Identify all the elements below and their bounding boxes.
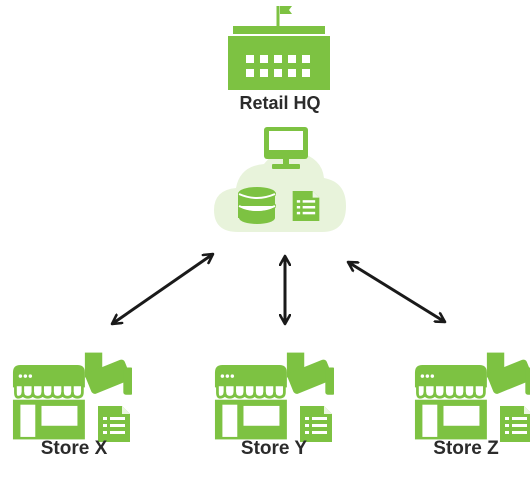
database-icon [238, 187, 276, 224]
computer-monitor-icon [264, 127, 308, 169]
store-y [213, 351, 334, 442]
hq-label: Retail HQ [239, 93, 321, 113]
arrow-cloud-store-z [348, 262, 445, 322]
store-x-label: Store X [40, 438, 108, 459]
store-z [413, 351, 530, 442]
office-building-icon [228, 6, 330, 90]
document-icon [292, 191, 320, 221]
cloud-shape [214, 151, 346, 232]
document-icon [300, 406, 332, 442]
store-y-label: Store Y [240, 438, 308, 459]
document-icon [500, 406, 530, 442]
document-icon [98, 406, 130, 442]
connection-arrows [112, 254, 445, 324]
arrow-cloud-store-x [112, 254, 213, 324]
store-x [11, 351, 132, 442]
store-z-label: Store Z [433, 438, 499, 459]
